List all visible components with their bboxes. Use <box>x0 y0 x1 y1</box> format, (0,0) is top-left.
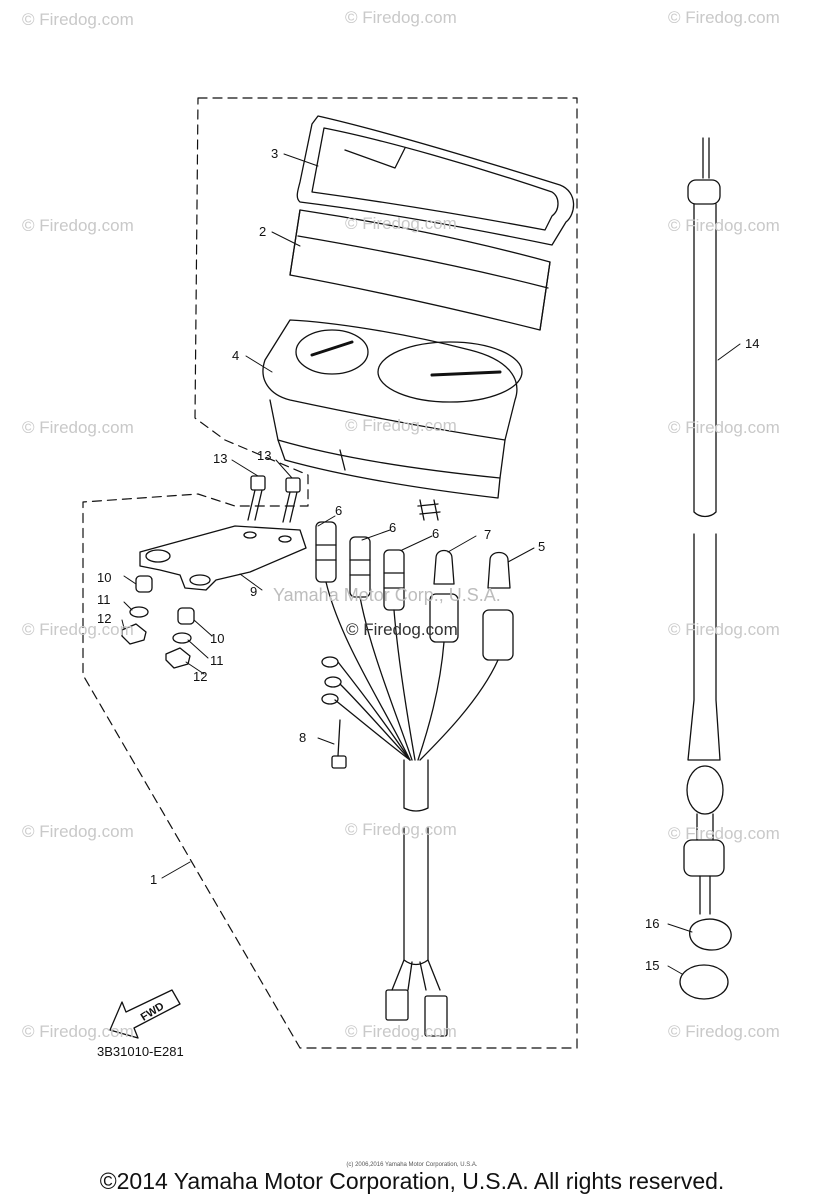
part-2-meter-cover <box>289 209 551 331</box>
callout-14: 14 <box>745 336 760 351</box>
callout-8: 8 <box>299 730 307 745</box>
fine-print: (c) 2006,2016 Yamaha Motor Corporation, … <box>346 1162 478 1168</box>
watermark: © Firedog.com <box>668 8 780 27</box>
part-14-speedometer-cable <box>683 137 725 915</box>
callout-9: 9 <box>250 584 258 599</box>
watermark: © Firedog.com <box>345 1022 457 1041</box>
watermark: © Firedog.com <box>22 1022 134 1041</box>
wiring-harness <box>321 581 499 1037</box>
watermark: © Firedog.com <box>22 822 134 841</box>
callout-6: 6 <box>335 503 343 518</box>
callout-1: 1 <box>150 872 158 887</box>
callout-13: 13 <box>213 451 228 466</box>
callout-15: 15 <box>645 958 660 973</box>
watermark: © Firedog.com <box>22 216 134 235</box>
callout-13: 13 <box>257 448 272 463</box>
part-4-meter-assembly <box>262 319 523 521</box>
callout-16: 16 <box>645 916 660 931</box>
diagram-code: 3B31010-E281 <box>97 1044 184 1059</box>
callout-6: 6 <box>432 526 440 541</box>
watermark: © Firedog.com <box>22 620 134 639</box>
callout-12: 12 <box>193 669 208 684</box>
callout-7: 7 <box>484 527 492 542</box>
part-16-clip <box>689 918 732 951</box>
part-13-screws <box>247 475 301 523</box>
site-watermark: © Firedog.com <box>346 620 458 639</box>
callout-10: 10 <box>210 631 225 646</box>
watermark: © Firedog.com <box>668 824 780 843</box>
part-10-11-12-right-stack <box>165 607 195 669</box>
callout-5: 5 <box>538 539 546 554</box>
leader-lines <box>121 153 741 975</box>
watermark: © Firedog.com <box>345 214 457 233</box>
callout-3: 3 <box>271 146 279 161</box>
callout-12: 12 <box>97 611 112 626</box>
watermark: © Firedog.com <box>345 416 457 435</box>
watermark: © Firedog.com <box>668 418 780 437</box>
part-8-screw <box>331 719 347 769</box>
callout-10: 10 <box>97 570 112 585</box>
watermark: © Firedog.com <box>668 620 780 639</box>
part-15-o-ring <box>679 964 729 1000</box>
watermark: © Firedog.com <box>345 8 457 27</box>
callout-11: 11 <box>210 653 224 668</box>
watermark: © Firedog.com <box>668 1022 780 1041</box>
part-9-bracket <box>139 525 307 591</box>
callout-4: 4 <box>232 348 240 363</box>
watermark: © Firedog.com <box>22 10 134 29</box>
watermark: © Firedog.com <box>668 216 780 235</box>
callout-6: 6 <box>389 520 397 535</box>
callout-2: 2 <box>259 224 267 239</box>
assembly-outline <box>82 97 578 1049</box>
maker-watermark: Yamaha Motor Corp., U.S.A. <box>273 585 501 605</box>
watermark: © Firedog.com <box>345 820 457 839</box>
watermark: © Firedog.com <box>22 418 134 437</box>
footer-copyright: ©2014 Yamaha Motor Corporation, U.S.A. A… <box>99 1168 725 1194</box>
callout-11: 11 <box>97 592 111 607</box>
part-3-meter-bezel <box>296 115 575 246</box>
fwd-arrow <box>109 989 181 1039</box>
